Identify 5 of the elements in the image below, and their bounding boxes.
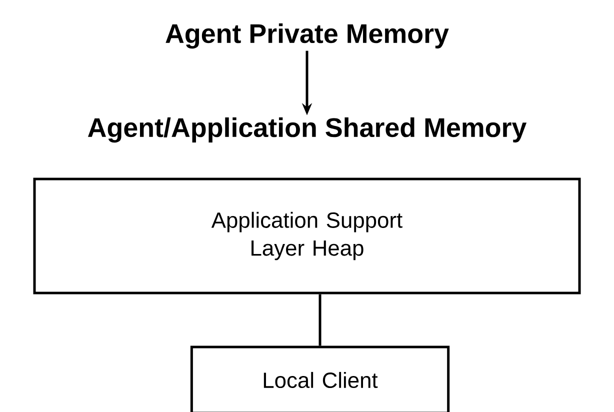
process-box: Application Support Layer Heap: [33, 178, 581, 294]
connector-line: [318, 294, 322, 346]
heading-text: Agent Private Memory: [166, 23, 449, 49]
heading-text: Agent/Application Shared Memory: [88, 117, 527, 143]
process-box: Local Client: [190, 346, 450, 412]
